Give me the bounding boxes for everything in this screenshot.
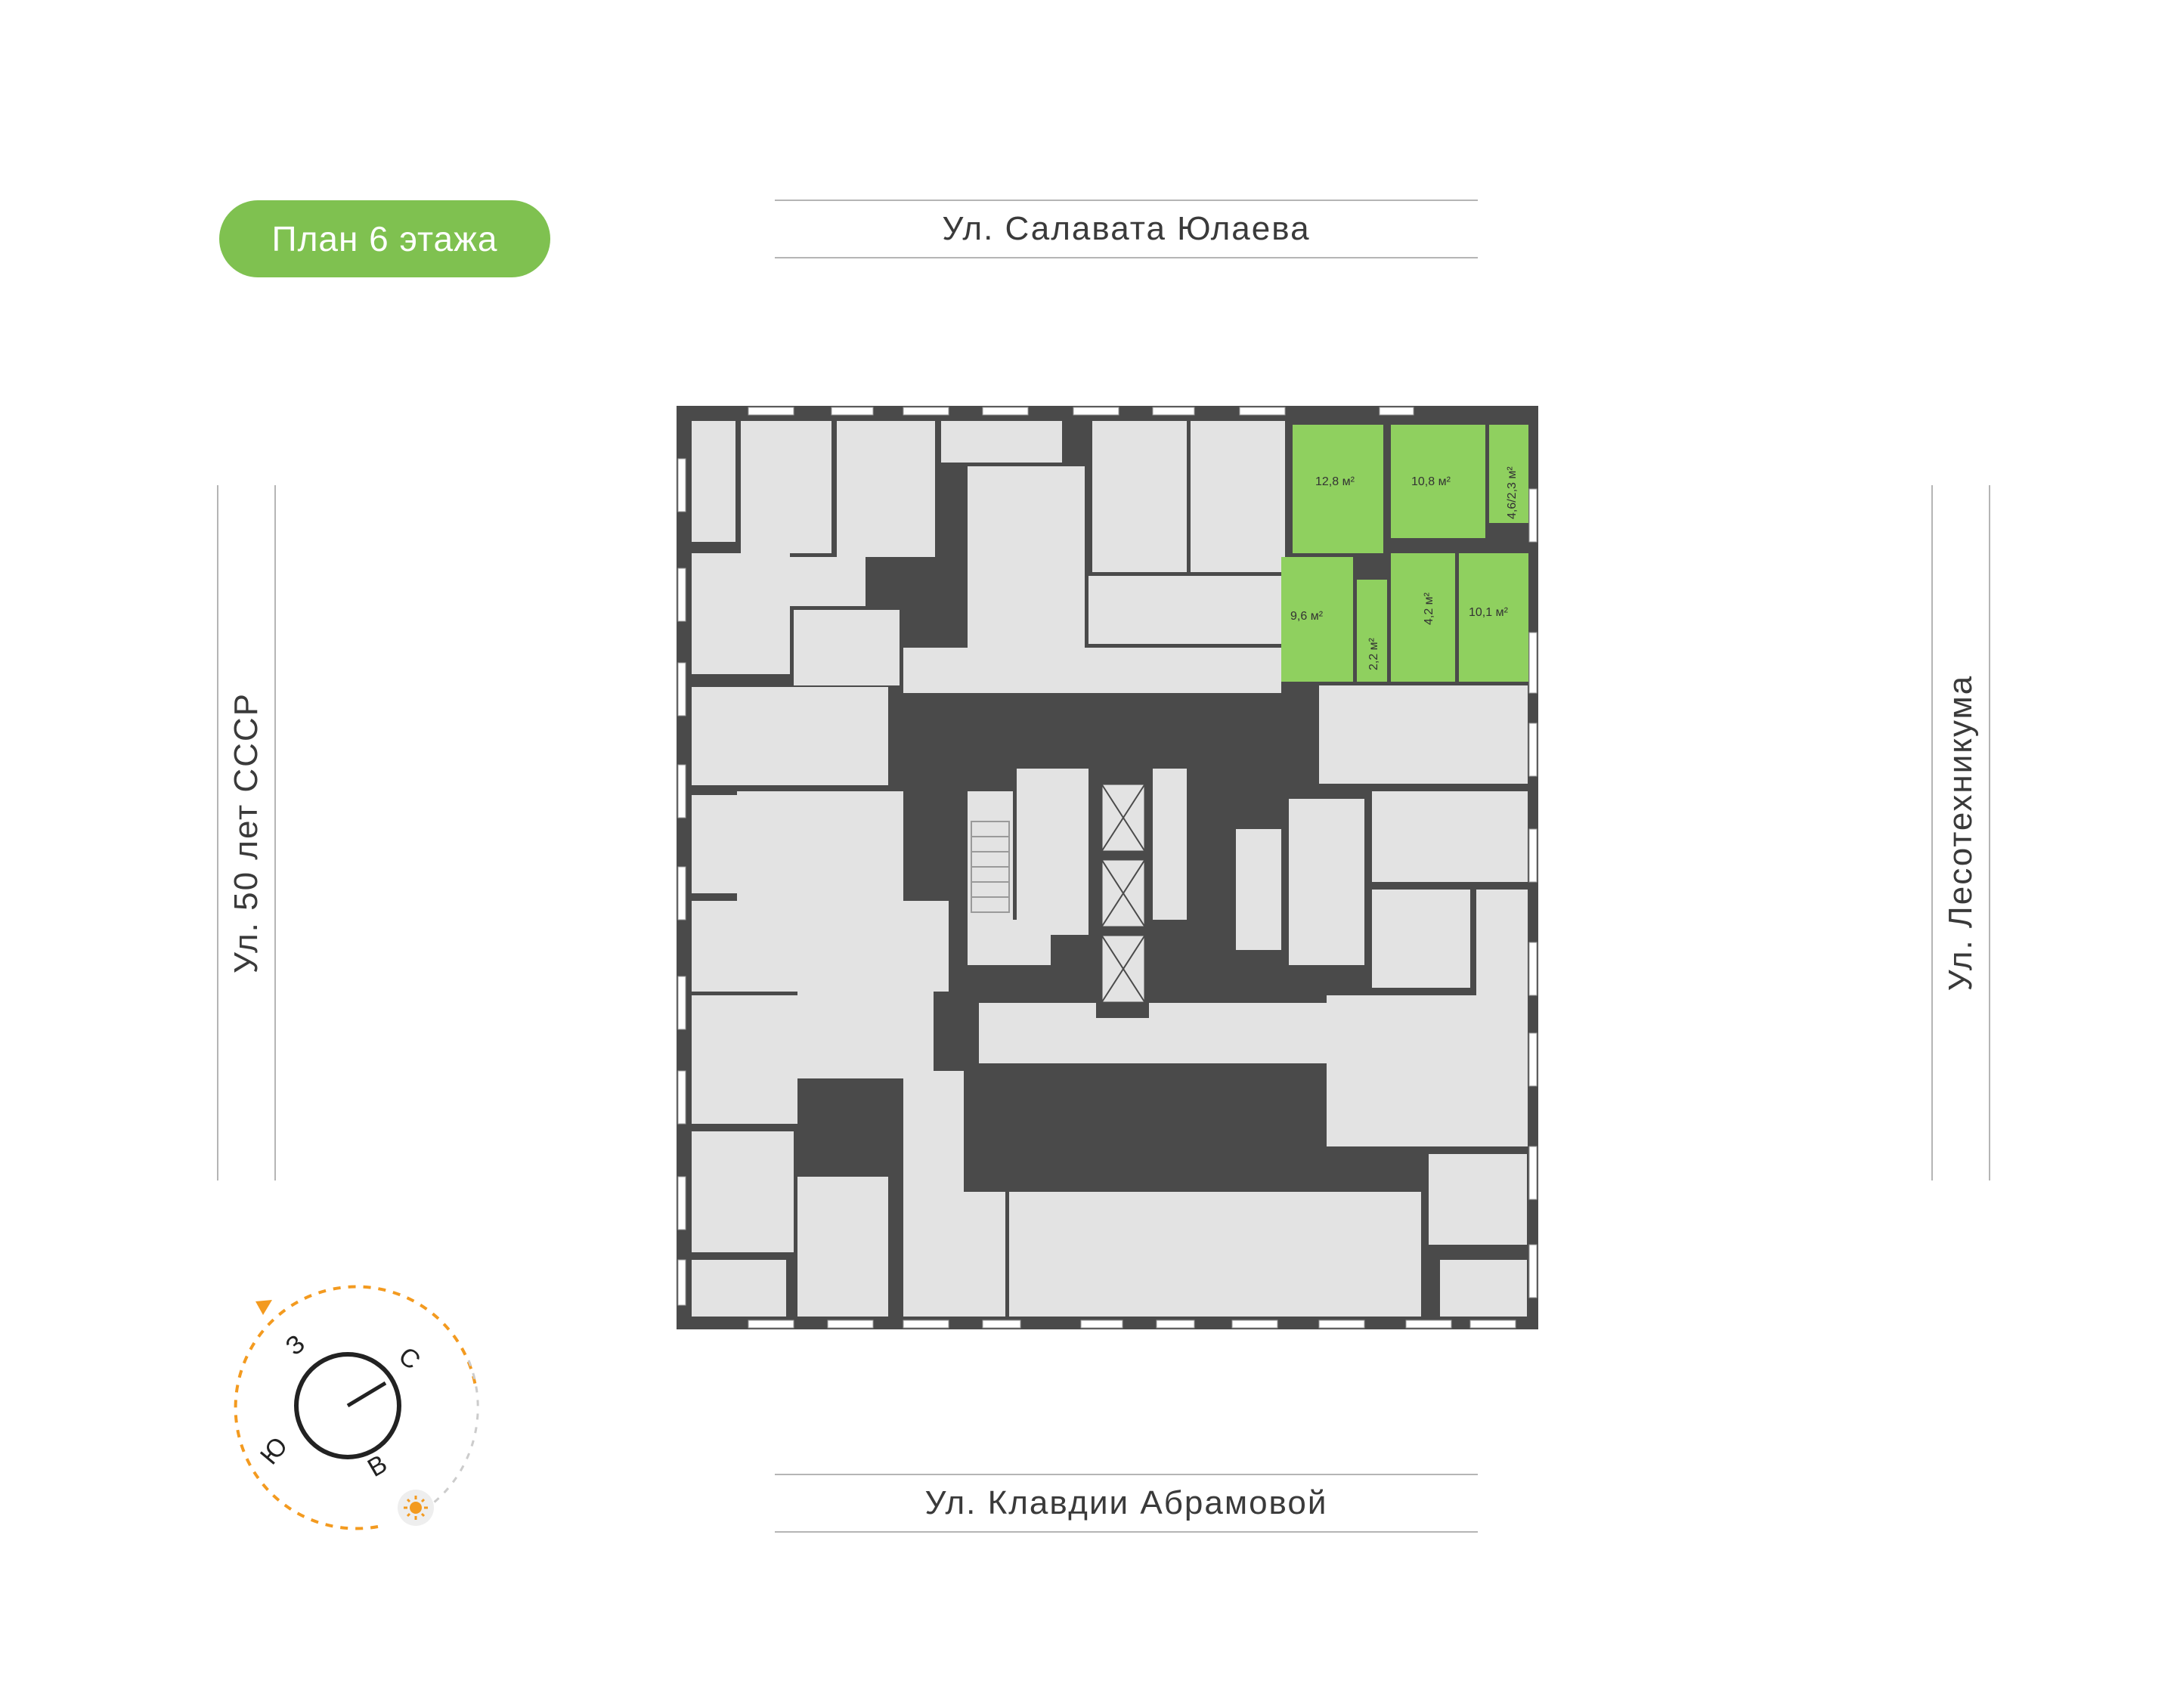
elevator-core: [971, 776, 1149, 1018]
room-area-label: 12,8 м²: [1315, 475, 1355, 488]
street-right: Ул. Лесотехникума: [1931, 485, 1990, 1180]
compass-needle: [346, 1381, 387, 1408]
direction-arrow-icon: [255, 1300, 272, 1315]
street-bottom-label: Ул. Клавдии Абрамовой: [924, 1484, 1328, 1521]
room-area-label: 2,2 м²: [1367, 637, 1380, 670]
compass-west: З: [280, 1329, 311, 1361]
room-area-label: 4,6/2,3 м²: [1506, 466, 1519, 519]
windows: [677, 407, 1538, 1329]
room-area-label: 10,1 м²: [1469, 606, 1509, 619]
apartment-room-labels: 12,8 м² 10,8 м² 4,6/2,3 м² 9,6 м² 2,2 м²…: [1290, 466, 1519, 670]
compass: З С Ю В: [234, 1285, 479, 1530]
highlighted-apartment[interactable]: [1281, 425, 1528, 682]
floor-plan: 12,8 м² 10,8 м² 4,6/2,3 м² 9,6 м² 2,2 м²…: [677, 406, 1538, 1329]
compass-north: С: [393, 1341, 426, 1375]
street-left-label: Ул. 50 лет СССР: [228, 692, 265, 974]
street-left: Ул. 50 лет СССР: [217, 485, 276, 1180]
room-area-label: 10,8 м²: [1411, 475, 1451, 488]
room-area-label: 9,6 м²: [1290, 610, 1324, 623]
room-area-label: 4,2 м²: [1423, 592, 1435, 625]
compass-south: Ю: [255, 1431, 293, 1470]
floor-plan-badge-label: План 6 этажа: [271, 219, 498, 258]
floor-plan-badge[interactable]: План 6 этажа: [219, 200, 550, 277]
street-top: Ул. Салавата Юлаева: [775, 200, 1478, 258]
sun-icon: [398, 1490, 434, 1526]
street-right-label: Ул. Лесотехникума: [1942, 674, 1979, 992]
shade-path: [415, 1360, 479, 1517]
street-top-label: Ул. Салавата Юлаева: [942, 210, 1311, 247]
street-bottom: Ул. Клавдии Абрамовой: [775, 1474, 1478, 1533]
rooms: [692, 421, 1528, 1317]
